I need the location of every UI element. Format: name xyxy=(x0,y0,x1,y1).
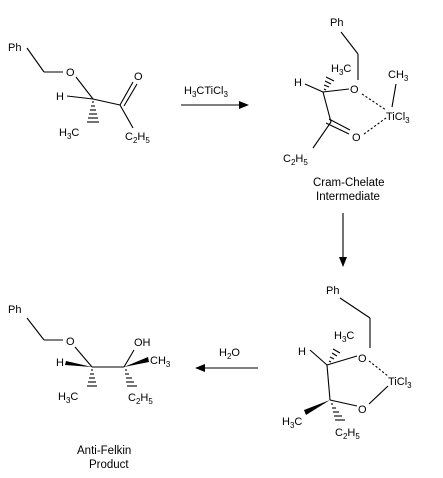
caption-intermediate-line1: Cram-Chelate xyxy=(313,177,385,189)
label-h3c: H3C xyxy=(334,330,354,344)
label-h: H xyxy=(298,346,306,358)
wedge-bond xyxy=(304,400,330,415)
label-carbonyl-o: O xyxy=(352,132,361,144)
label-c2h5: C2H5 xyxy=(335,427,360,441)
label-c2h5: C2H5 xyxy=(283,153,308,167)
label-carbonyl-o: O xyxy=(134,71,143,83)
label-alkoxide-o: O xyxy=(358,404,367,416)
label-h3c: H3C xyxy=(282,416,302,430)
label-ch3: CH3 xyxy=(388,69,409,83)
label-h: H xyxy=(294,77,302,89)
hashed-bond xyxy=(323,76,335,91)
wedge-bond xyxy=(65,361,92,367)
label-c2h5: C2H5 xyxy=(125,131,150,145)
label-h3c: H3C xyxy=(59,127,79,141)
label-h: H xyxy=(56,357,64,369)
hashed-bond xyxy=(87,101,99,123)
caption-intermediate-line2: Intermediate xyxy=(316,191,380,203)
reagent-label: H3CTiCl3 xyxy=(184,85,229,99)
label-c2h5: C2H5 xyxy=(128,392,153,406)
anti-felkin-product: Ph O H H3C OH CH3 C2H5 Anti-Felkin Produ… xyxy=(8,304,171,471)
water-label: H2O xyxy=(219,347,240,361)
cram-chelate-intermediate: Ph O H3C H O C2H5 TiCl3 CH3 Cram-Chelate… xyxy=(283,17,410,203)
label-ch3: CH3 xyxy=(150,355,171,369)
label-ph: Ph xyxy=(326,285,339,297)
arrow-step-1: H3CTiCl3 xyxy=(181,85,249,109)
wedge-bond xyxy=(124,357,149,367)
label-ether-o: O xyxy=(66,67,75,79)
hashed-bond xyxy=(87,369,97,387)
hashed-bond xyxy=(331,403,345,421)
label-ph: Ph xyxy=(8,42,21,54)
hashed-bond xyxy=(125,369,137,387)
arrow-step-3: H2O xyxy=(195,347,258,372)
label-oh: OH xyxy=(134,337,151,349)
label-ticl3: TiCl3 xyxy=(388,376,412,390)
label-h3c: H3C xyxy=(331,63,351,77)
label-h: H xyxy=(56,91,64,103)
label-h3c: H3C xyxy=(58,391,78,405)
hashed-bond xyxy=(328,348,341,363)
label-ph: Ph xyxy=(330,17,343,29)
label-chelate-o: O xyxy=(350,84,359,96)
starting-material-ketone: Ph O H H3C O C2H5 xyxy=(8,42,150,145)
label-ph: Ph xyxy=(8,304,21,316)
caption-product-line1: Anti-Felkin xyxy=(77,445,131,457)
label-chelate-o: O xyxy=(358,353,367,365)
titanium-alkoxide: Ph O H3C H O H3C C2H5 TiCl3 xyxy=(282,285,412,441)
label-ether-o: O xyxy=(66,336,75,348)
label-ticl3: TiCl3 xyxy=(386,111,410,125)
caption-product-line2: Product xyxy=(89,459,129,471)
